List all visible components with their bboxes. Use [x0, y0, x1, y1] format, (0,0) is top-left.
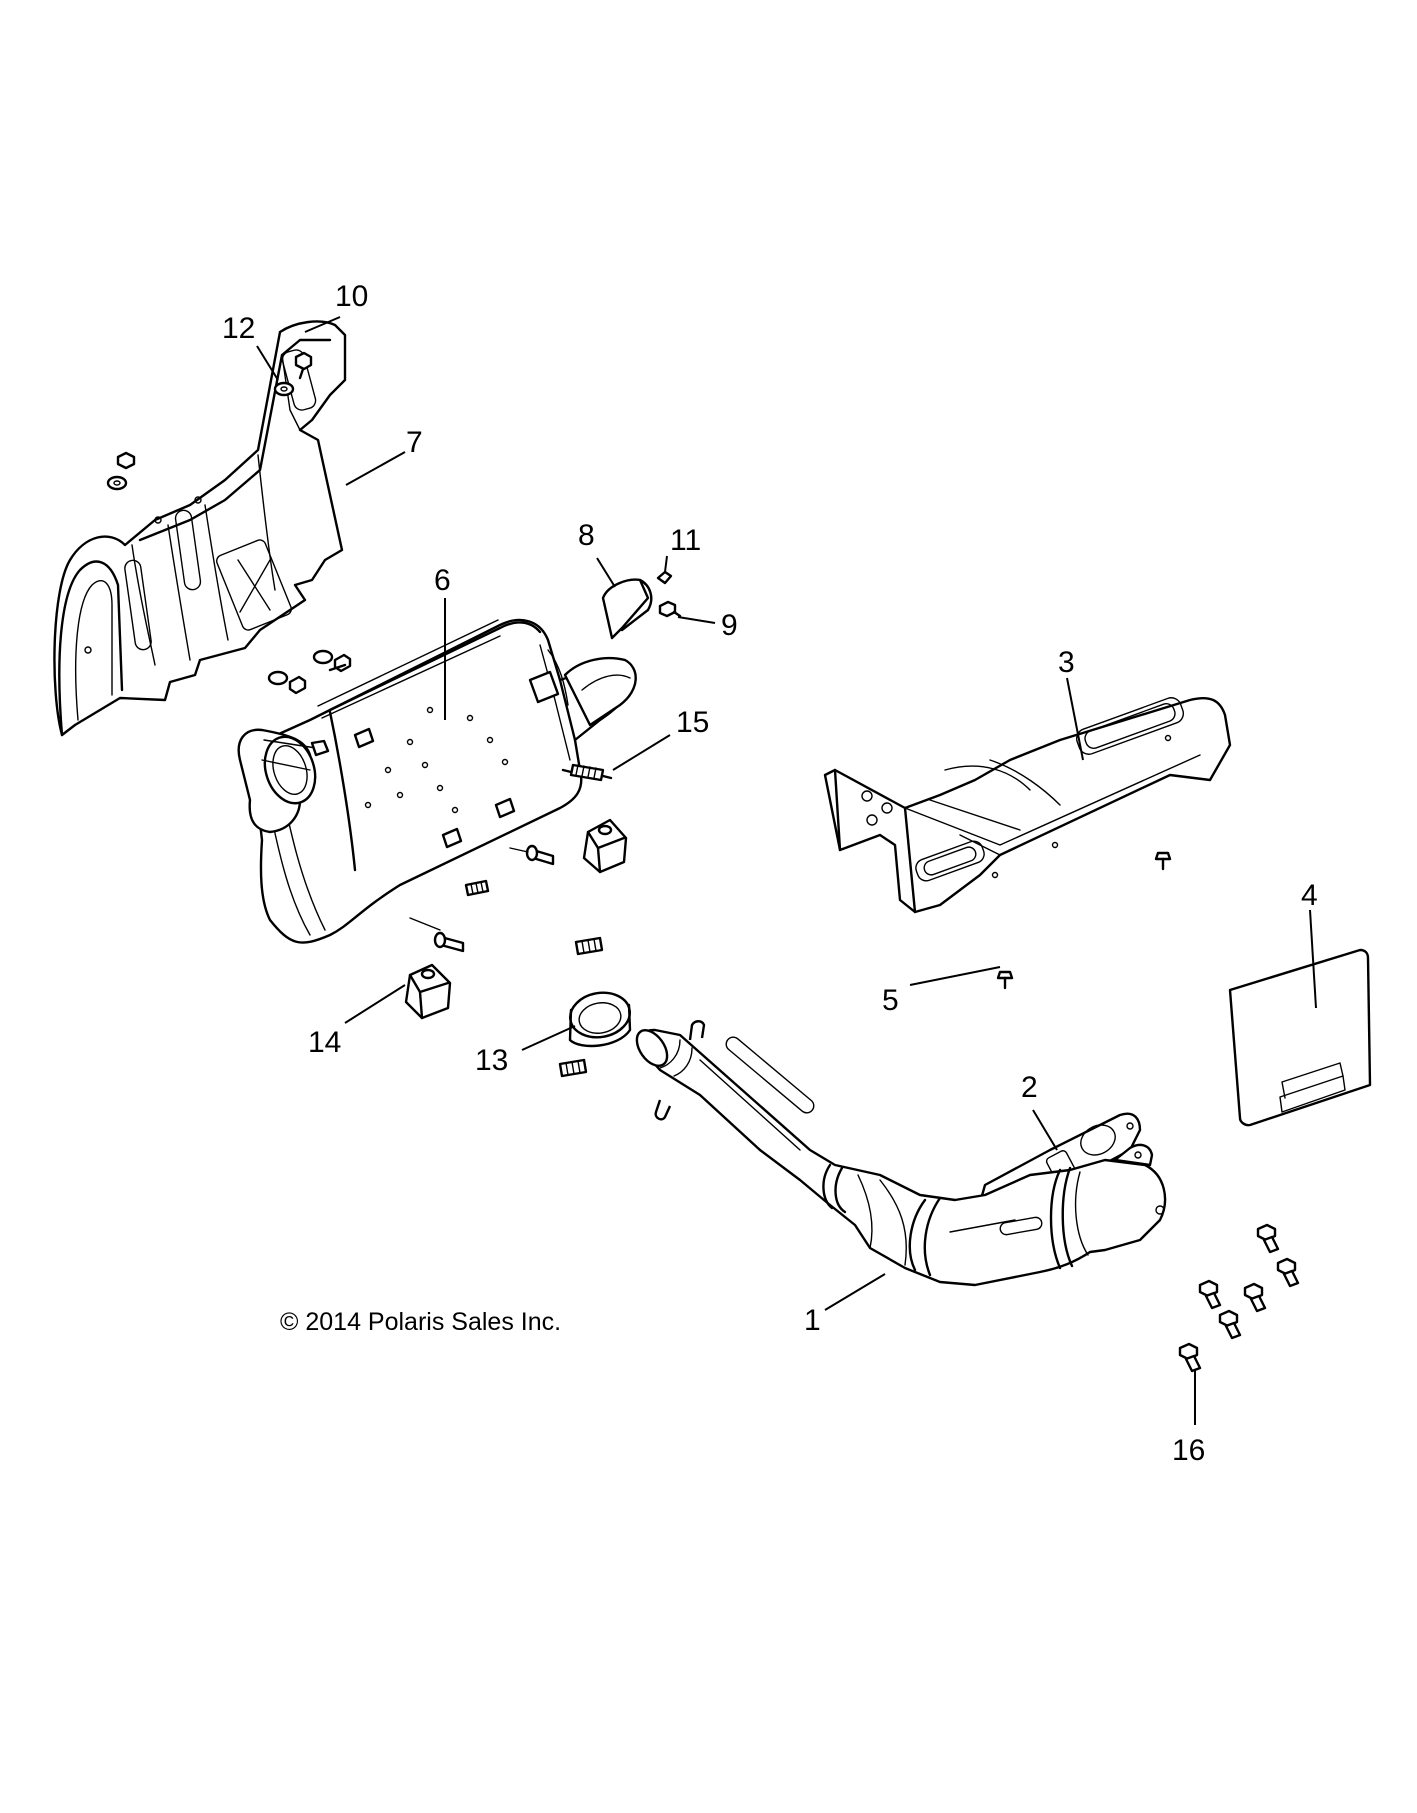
callout-1: 1 [804, 1304, 821, 1337]
screw-part-9 [658, 600, 682, 618]
callout-2: 2 [1021, 1071, 1038, 1104]
spring-upper-13 [574, 936, 604, 956]
callout-15: 15 [676, 706, 709, 739]
exhaust-seal-part-13 [568, 991, 632, 1048]
callout-5: 5 [882, 984, 899, 1017]
spring-part-15 [561, 763, 613, 782]
header-pipe-part-1 [635, 1020, 1167, 1287]
panel-part-4 [1228, 948, 1372, 1127]
callout-13: 13 [475, 1044, 508, 1077]
copyright-text: © 2014 Polaris Sales Inc. [280, 1308, 561, 1336]
callout-4: 4 [1301, 879, 1318, 912]
callout-9: 9 [721, 609, 738, 642]
callout-14: 14 [308, 1026, 341, 1059]
fasteners-part-7 [106, 451, 352, 695]
spring-lower-13 [558, 1058, 588, 1078]
callout-11: 11 [670, 524, 701, 557]
leader-lines [256, 316, 1317, 1425]
bolts-part-16 [1178, 1223, 1300, 1373]
muffler-part-6 [237, 618, 637, 953]
washer-part-12 [273, 381, 295, 397]
callout-3: 3 [1058, 646, 1075, 679]
callout-7: 7 [406, 426, 423, 459]
clip-part-11 [656, 570, 673, 585]
push-pin-part-5 [996, 851, 1172, 990]
isolator-part-14 [404, 963, 452, 1020]
callout-12: 12 [222, 312, 255, 345]
callout-10: 10 [335, 280, 368, 313]
heat-shield-part-3 [823, 696, 1232, 914]
callout-16: 16 [1172, 1434, 1205, 1467]
callout-6: 6 [434, 564, 451, 597]
spark-arrestor-tip-part-8 [601, 578, 653, 640]
heat-shield-part-7 [53, 320, 347, 737]
callout-numbers: 1 2 3 4 5 6 7 8 9 10 11 12 13 14 15 16 [222, 280, 1318, 1467]
bolt-part-10 [294, 351, 313, 380]
callout-8: 8 [578, 519, 595, 552]
isolator-block-right [582, 818, 628, 874]
spring-muffler [464, 879, 490, 897]
